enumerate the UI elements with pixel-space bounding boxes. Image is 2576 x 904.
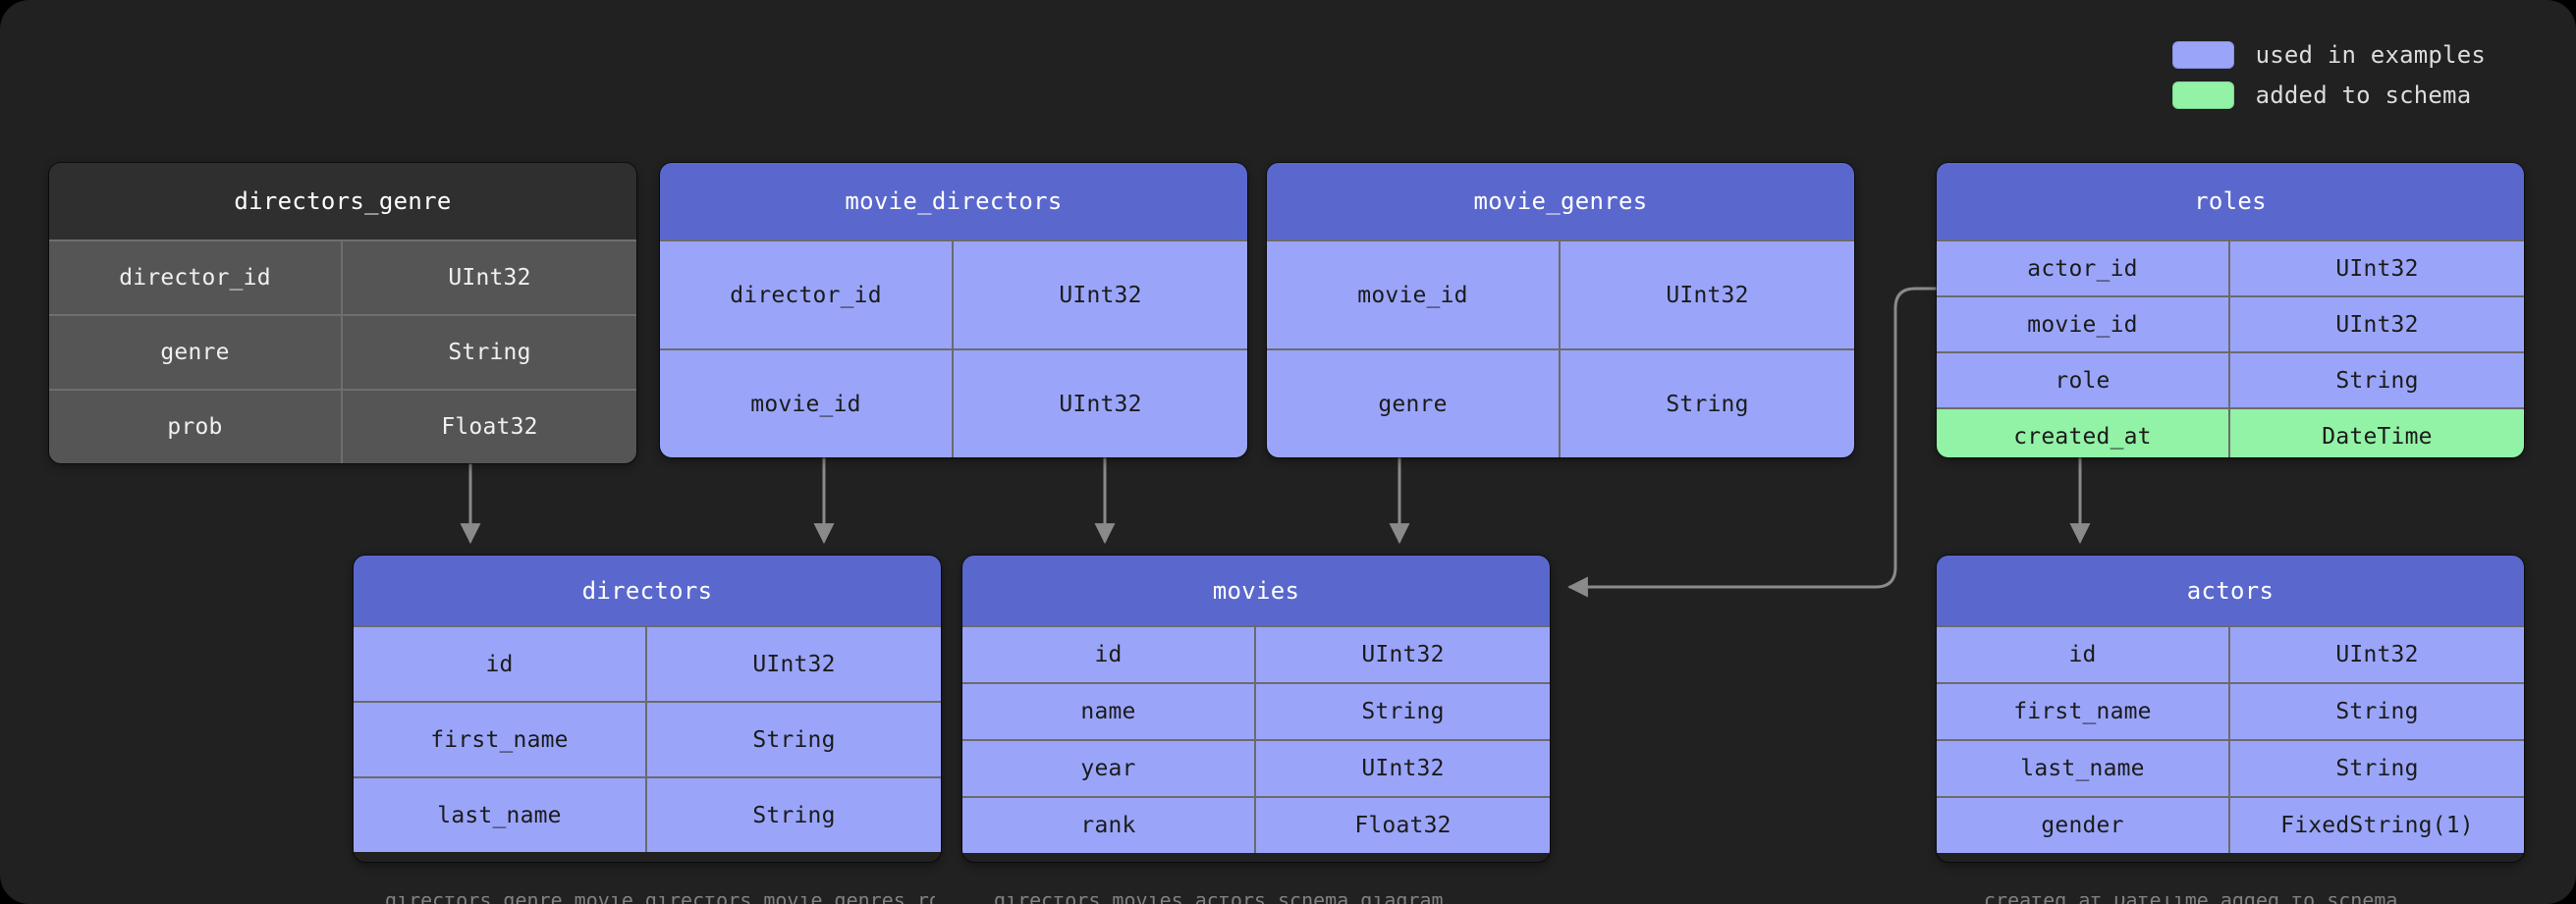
table-row[interactable]: director_id UInt32 <box>660 239 1247 348</box>
table-row[interactable]: year UInt32 <box>962 739 1550 796</box>
table-title-directors-genre: directors_genre <box>49 163 636 239</box>
column-type: UInt32 <box>1361 756 1445 781</box>
table-row[interactable]: movie_id UInt32 <box>1937 295 2524 351</box>
legend-item-used-in-examples: used in examples <box>2171 41 2486 69</box>
column-name: id <box>354 627 647 701</box>
table-actors[interactable]: actors id UInt32 first_name String last_… <box>1937 556 2524 862</box>
column-name: prob <box>49 391 343 463</box>
table-row[interactable]: last_name String <box>354 776 941 852</box>
clipped-text-artifact: directors_genre movie_directors movie_ge… <box>0 896 2576 904</box>
column-name: director_id <box>49 241 343 314</box>
column-name: first_name <box>354 703 647 776</box>
column-name: actor_id <box>1937 241 2230 295</box>
table-title-movie-directors: movie_directors <box>660 163 1247 239</box>
table-movie-genres[interactable]: movie_genres movie_id UInt32 genre Strin… <box>1267 163 1854 457</box>
column-type: UInt32 <box>448 265 531 291</box>
column-type: UInt32 <box>1059 391 1142 417</box>
table-row[interactable]: id UInt32 <box>354 625 941 701</box>
column-name: gender <box>1937 798 2230 853</box>
table-directors[interactable]: directors id UInt32 first_name String la… <box>354 556 941 862</box>
column-name: first_name <box>1937 684 2230 739</box>
column-name: year <box>962 741 1256 796</box>
table-row[interactable]: rank Float32 <box>962 796 1550 853</box>
table-row[interactable]: id UInt32 <box>1937 625 2524 682</box>
legend-label-added: added to schema <box>2255 81 2472 109</box>
table-row[interactable]: prob Float32 <box>49 389 636 463</box>
column-name: movie_id <box>660 350 954 457</box>
column-type: String <box>752 802 836 828</box>
table-row[interactable]: movie_id UInt32 <box>1267 239 1854 348</box>
column-type: String <box>2335 699 2419 724</box>
column-type: String <box>1666 391 1749 417</box>
table-roles[interactable]: roles actor_id UInt32 movie_id UInt32 ro… <box>1937 163 2524 457</box>
column-name: role <box>1937 353 2230 407</box>
table-title-movies: movies <box>962 556 1550 625</box>
column-type: UInt32 <box>2335 311 2419 338</box>
legend-swatch-added-icon <box>2171 81 2234 109</box>
table-movies[interactable]: movies id UInt32 name String year UInt32… <box>962 556 1550 862</box>
table-title-roles: roles <box>1937 163 2524 239</box>
table-row[interactable]: id UInt32 <box>962 625 1550 682</box>
column-name: genre <box>1267 350 1561 457</box>
column-name: genre <box>49 316 343 389</box>
column-type: Float32 <box>1354 813 1452 838</box>
table-row[interactable]: gender FixedString(1) <box>1937 796 2524 853</box>
table-row[interactable]: actor_id UInt32 <box>1937 239 2524 295</box>
table-row[interactable]: genre String <box>1267 348 1854 457</box>
table-row[interactable]: role String <box>1937 351 2524 407</box>
column-name: rank <box>962 798 1256 853</box>
column-name: id <box>962 627 1256 682</box>
column-name: last_name <box>354 778 647 852</box>
table-title-movie-genres: movie_genres <box>1267 163 1854 239</box>
column-type: String <box>2335 367 2419 394</box>
table-row[interactable]: last_name String <box>1937 739 2524 796</box>
table-title-directors: directors <box>354 556 941 625</box>
column-name: id <box>1937 627 2230 682</box>
column-name: movie_id <box>1267 241 1561 348</box>
column-type: UInt32 <box>752 651 836 677</box>
column-type: Float32 <box>441 414 538 440</box>
column-name: name <box>962 684 1256 739</box>
legend-item-added-to-schema: added to schema <box>2171 81 2486 109</box>
column-type: String <box>448 340 531 365</box>
table-row[interactable]: first_name String <box>354 701 941 776</box>
legend: used in examples added to schema <box>2171 41 2486 109</box>
table-row[interactable]: name String <box>962 682 1550 739</box>
column-name: last_name <box>1937 741 2230 796</box>
legend-swatch-used-icon <box>2171 41 2234 69</box>
table-movie-directors[interactable]: movie_directors director_id UInt32 movie… <box>660 163 1247 457</box>
column-type: UInt32 <box>1059 282 1142 308</box>
table-row[interactable]: first_name String <box>1937 682 2524 739</box>
column-name: movie_id <box>1937 297 2230 351</box>
table-row[interactable]: director_id UInt32 <box>49 239 636 314</box>
column-type: UInt32 <box>1361 642 1445 667</box>
column-type: UInt32 <box>1666 282 1749 308</box>
table-directors-genre[interactable]: directors_genre director_id UInt32 genre… <box>49 163 636 463</box>
column-name: director_id <box>660 241 954 348</box>
column-type: UInt32 <box>2335 642 2419 667</box>
legend-label-used: used in examples <box>2255 41 2486 69</box>
column-type: String <box>1361 699 1445 724</box>
table-row-added[interactable]: created_at DateTime <box>1937 407 2524 457</box>
column-type: String <box>2335 756 2419 781</box>
column-type: UInt32 <box>2335 255 2419 282</box>
table-title-actors: actors <box>1937 556 2524 625</box>
table-row[interactable]: genre String <box>49 314 636 389</box>
column-type: FixedString(1) <box>2280 813 2474 838</box>
column-type: DateTime <box>2322 423 2433 450</box>
column-name: created_at <box>1937 409 2230 457</box>
table-row[interactable]: movie_id UInt32 <box>660 348 1247 457</box>
column-type: String <box>752 726 836 753</box>
